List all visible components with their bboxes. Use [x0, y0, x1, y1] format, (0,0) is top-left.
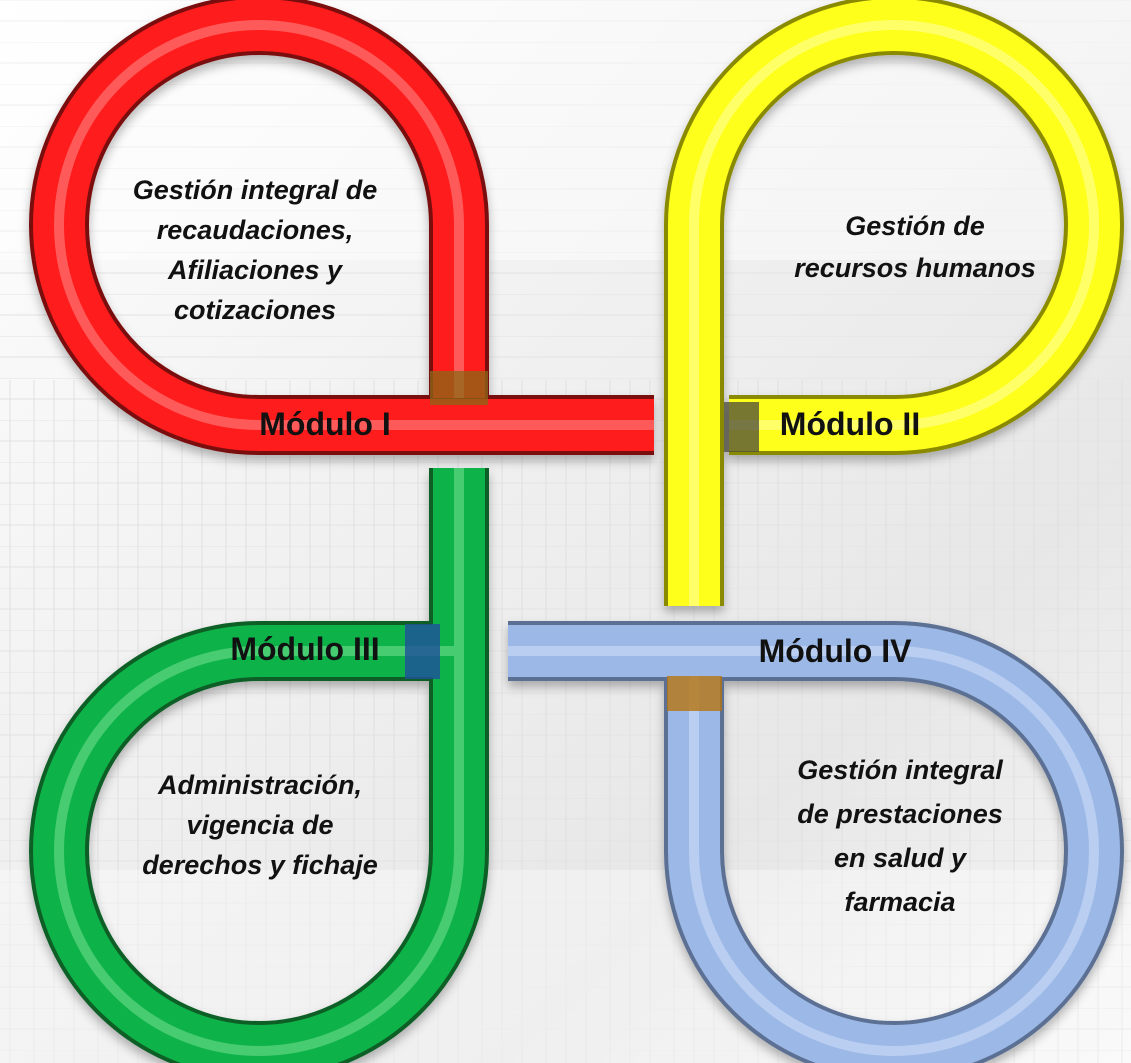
module-ii-ribbon — [664, 0, 1124, 606]
module-iii-ribbon — [29, 468, 489, 1063]
module-iii-label: Módulo III — [230, 631, 380, 667]
module-iii-description-line: Administración, — [157, 770, 363, 800]
module-i-description: Gestión integral de recaudaciones, Afili… — [100, 170, 410, 330]
module-iv-description: Gestión integral de prestaciones en salu… — [760, 748, 1040, 924]
module-ii-description: Gestión de recursos humanos — [770, 205, 1060, 289]
module-iv-description-line: de prestaciones — [797, 799, 1003, 829]
module-iii-description-line: vigencia de — [186, 810, 334, 840]
module-iii-description-line: derechos y fichaje — [142, 850, 378, 880]
module-ii-description-line: recursos humanos — [794, 253, 1036, 283]
module-iv-label: Módulo IV — [758, 633, 912, 669]
module-i-ribbon — [29, 0, 654, 455]
module-i-description-line: recaudaciones, — [156, 215, 354, 245]
module-iii-description: Administración, vigencia de derechos y f… — [110, 765, 410, 885]
module-i-description-line: Gestión integral de — [132, 175, 378, 205]
module-i-label: Módulo I — [259, 406, 391, 442]
module-iv-description-line: en salud y — [833, 843, 967, 873]
module-i-description-line: Afiliaciones y — [167, 255, 343, 285]
module-iv-description-line: farmacia — [844, 887, 956, 917]
module-iv-description-line: Gestión integral — [797, 755, 1003, 785]
module-i-description-line: cotizaciones — [173, 295, 337, 325]
module-ii-description-line: Gestión de — [845, 211, 985, 241]
module-iv-ribbon — [508, 621, 1124, 1063]
module-ii-label: Módulo II — [779, 406, 921, 442]
